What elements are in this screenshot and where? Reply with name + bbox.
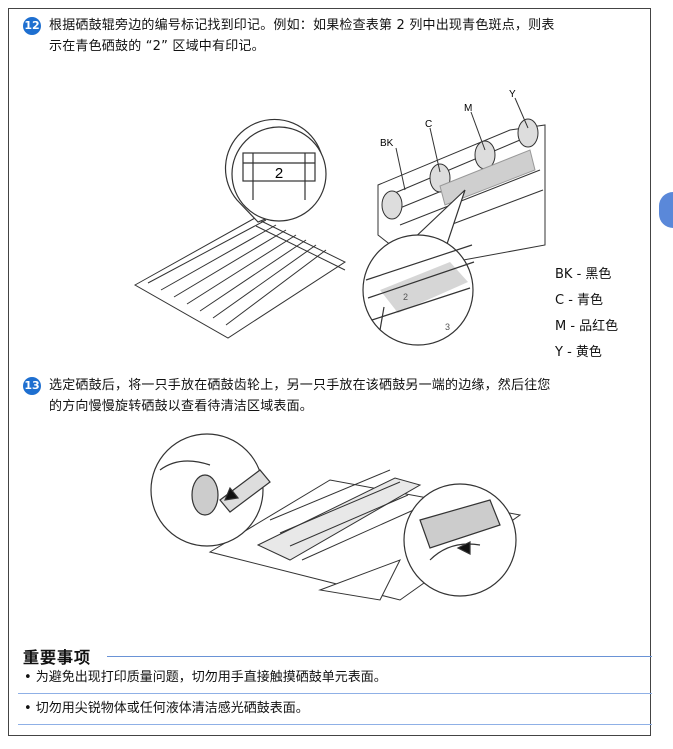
important-divider xyxy=(18,693,652,694)
magnifier-drum-roller xyxy=(362,189,475,346)
chapter-side-tab[interactable] xyxy=(659,192,673,228)
magnified-column-number: 2 xyxy=(275,165,283,182)
important-item-2: • 切勿用尖锐物体或任何液体清洁感光硒鼓表面。 xyxy=(24,701,309,716)
check-sheet-illustration xyxy=(133,217,347,339)
magnifier-right-edge xyxy=(403,483,517,597)
roller-mark-2: 2 xyxy=(403,292,408,302)
step-12-number-badge: 12 xyxy=(23,17,41,35)
step-13-text-line-1: 选定硒鼓后，将一只手放在硒鼓齿轮上，另一只手放在该硒鼓另一端的边缘，然后往您 xyxy=(49,378,551,393)
magnifier-check-sheet xyxy=(224,118,327,223)
step-13-text-line-2: 的方向慢慢旋转硒鼓以查看待清洁区域表面。 xyxy=(49,399,314,414)
important-title-rule xyxy=(107,656,652,657)
important-item-1: • 为避免出现打印质量问题，切勿用手直接触摸硒鼓单元表面。 xyxy=(24,670,387,685)
page-frame xyxy=(8,8,651,736)
legend-c: C - 青色 xyxy=(555,293,604,308)
callout-c: C xyxy=(425,119,432,130)
legend-bk: BK - 黑色 xyxy=(555,267,612,282)
legend-m: M - 品红色 xyxy=(555,319,619,334)
callout-m: M xyxy=(464,103,472,114)
important-title: 重要事项 xyxy=(23,648,92,667)
callout-bk: BK xyxy=(380,138,394,149)
step-12-text-line-2: 示在青色硒鼓的 “2” 区域中有印记。 xyxy=(49,39,265,54)
legend-y: Y - 黄色 xyxy=(555,345,602,360)
step-13-number-badge: 13 xyxy=(23,377,41,395)
step-12-text-line-1: 根据硒鼓辊旁边的编号标记找到印记。例如：如果检查表第 2 列中出现青色斑点，则表 xyxy=(49,18,555,33)
magnifier-left-gear xyxy=(150,433,271,547)
important-bottom-rule xyxy=(18,724,652,725)
roller-mark-3: 3 xyxy=(445,322,450,332)
callout-y: Y xyxy=(509,89,516,100)
